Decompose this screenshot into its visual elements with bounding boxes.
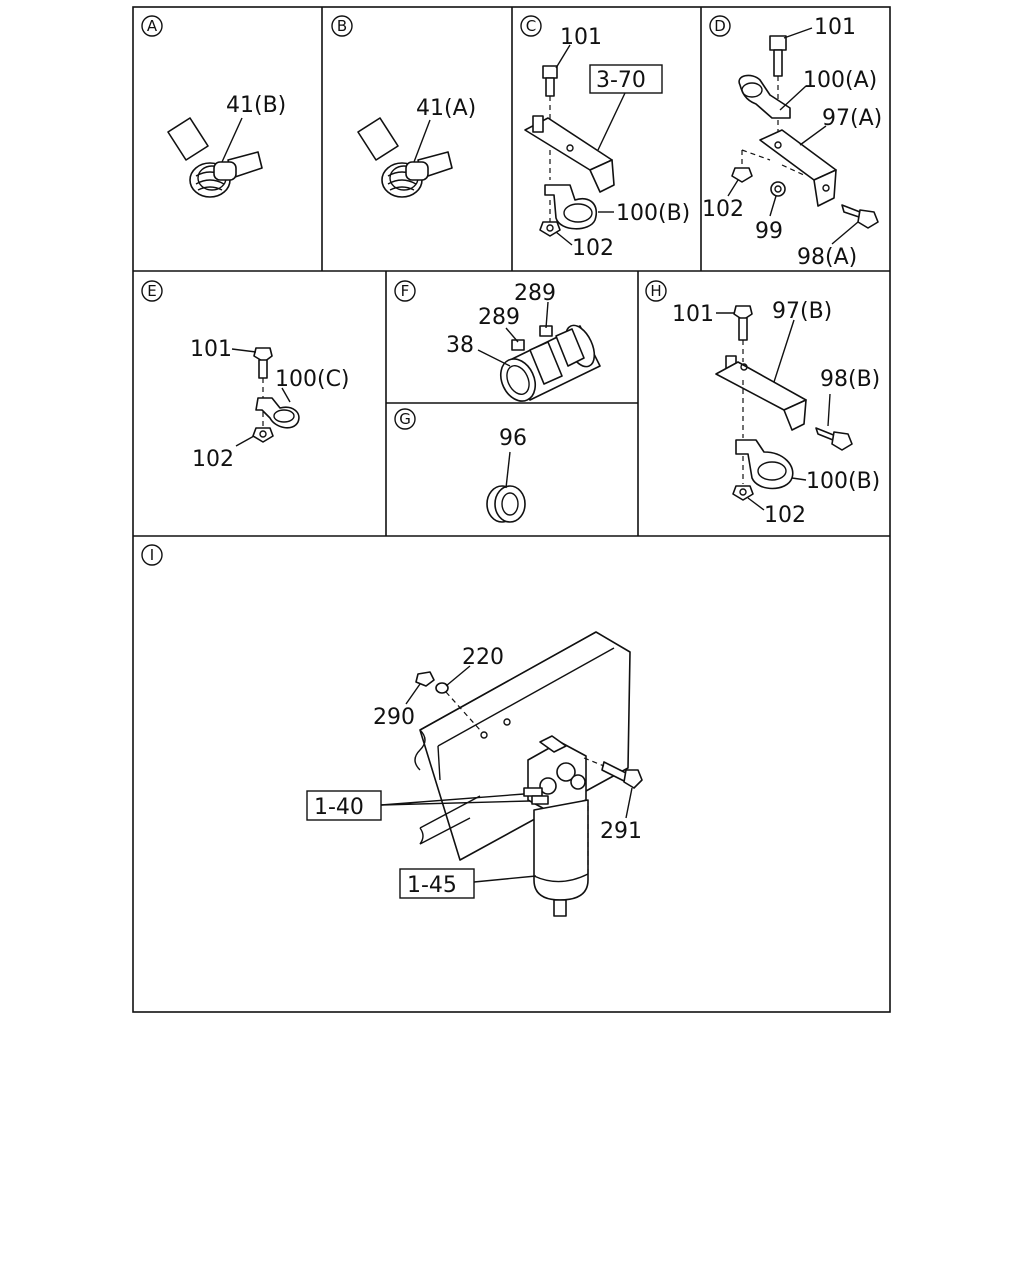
label-h-97b: 97(B) [772,299,832,324]
bracket-assembly-h [715,305,853,501]
panel-letter-f: F [394,280,416,302]
label-41a: 41(A) [416,96,476,121]
hose-clamp-41a [357,117,453,198]
label-i-291: 291 [600,819,642,844]
label-g-96: 96 [499,426,527,451]
svg-text:E: E [147,282,156,300]
label-h-100b: 100(B) [806,469,880,494]
svg-text:B: B [337,17,347,35]
label-d-101: 101 [814,15,856,40]
label-h-101: 101 [672,302,714,327]
label-d-102: 102 [702,197,744,222]
grommet-g [486,485,526,523]
bracket-assembly-c [524,65,615,237]
hose-clamp-41b [167,117,263,198]
label-d-97a: 97(A) [822,106,882,131]
label-c-100b: 100(B) [616,201,690,226]
label-i-1-40: 1-40 [314,795,364,820]
svg-text:F: F [401,282,410,300]
panel-grid [132,6,891,1013]
label-f-289-top: 289 [514,281,556,306]
label-e-101: 101 [190,337,232,362]
svg-text:H: H [650,282,661,300]
fuel-filter [415,671,643,917]
panel-letter-g: G [394,408,416,430]
panel-letter-h: H [645,280,667,302]
label-d-98a: 98(A) [797,245,857,270]
label-e-102: 102 [192,447,234,472]
label-d-99: 99 [755,219,783,244]
svg-text:I: I [150,546,154,564]
svg-text:C: C [526,17,536,35]
panel-letter-d: D [709,15,731,37]
hose-joint-f [499,324,601,402]
label-c-102: 102 [572,236,614,261]
label-h-102: 102 [764,503,806,528]
label-c-101: 101 [560,25,602,50]
panel-letter-b: B [331,15,353,37]
label-i-290: 290 [373,705,415,730]
label-d-100a: 100(A) [803,68,877,93]
svg-text:D: D [714,17,726,35]
label-e-100c: 100(C) [275,367,350,392]
panel-letter-i: I [141,544,163,566]
label-f-289: 289 [478,305,520,330]
label-c-3-70: 3-70 [596,68,646,93]
panel-letter-c: C [520,15,542,37]
svg-text:A: A [147,17,158,35]
label-f-38: 38 [446,333,474,358]
label-41b: 41(B) [226,93,286,118]
clip-assembly-e [252,347,300,443]
frame-rail [414,631,631,861]
bracket-assembly-d [731,35,879,229]
svg-text:G: G [399,410,411,428]
panel-letter-a: A [141,15,163,37]
panel-letter-e: E [141,280,163,302]
label-h-98b: 98(B) [820,367,880,392]
label-i-220: 220 [462,645,504,670]
label-i-1-45: 1-45 [407,873,457,898]
